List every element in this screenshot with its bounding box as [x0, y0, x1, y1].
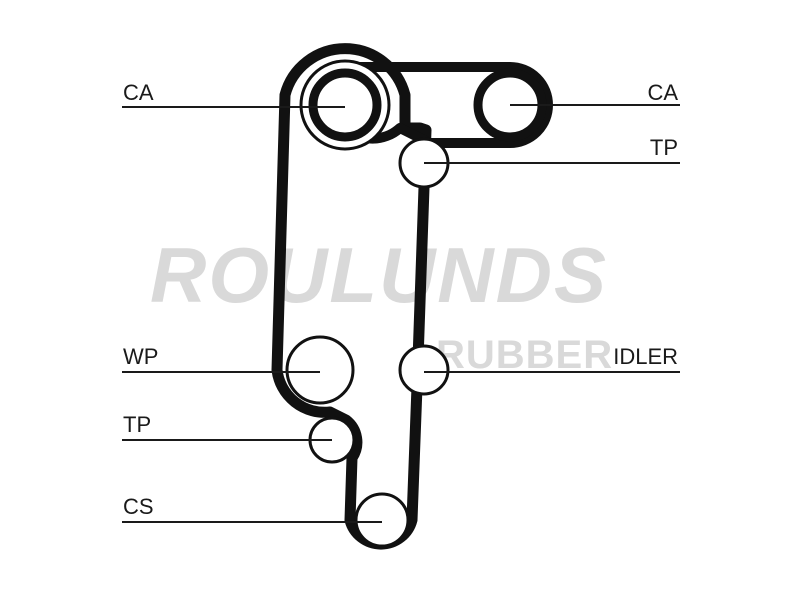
crankshaft-pulley [354, 492, 410, 548]
watermark: ROULUNDS RUBBER [150, 231, 613, 377]
labels: CA CA TP WP IDLER TP CS [123, 80, 678, 519]
label-ca-right: CA [647, 80, 678, 105]
label-ca-left: CA [123, 80, 154, 105]
watermark-sub: RUBBER [436, 333, 613, 377]
label-cs: CS [123, 494, 154, 519]
water-pump-pulley [285, 335, 355, 405]
idler-pulley [398, 344, 450, 396]
leader-lines [122, 104, 680, 523]
label-idler: IDLER [613, 344, 678, 369]
label-tp-upper: TP [650, 135, 678, 160]
label-wp: WP [123, 344, 158, 369]
watermark-brand: ROULUNDS [150, 231, 608, 319]
label-tp-lower: TP [123, 412, 151, 437]
camshaft-pulley-left [299, 59, 391, 151]
